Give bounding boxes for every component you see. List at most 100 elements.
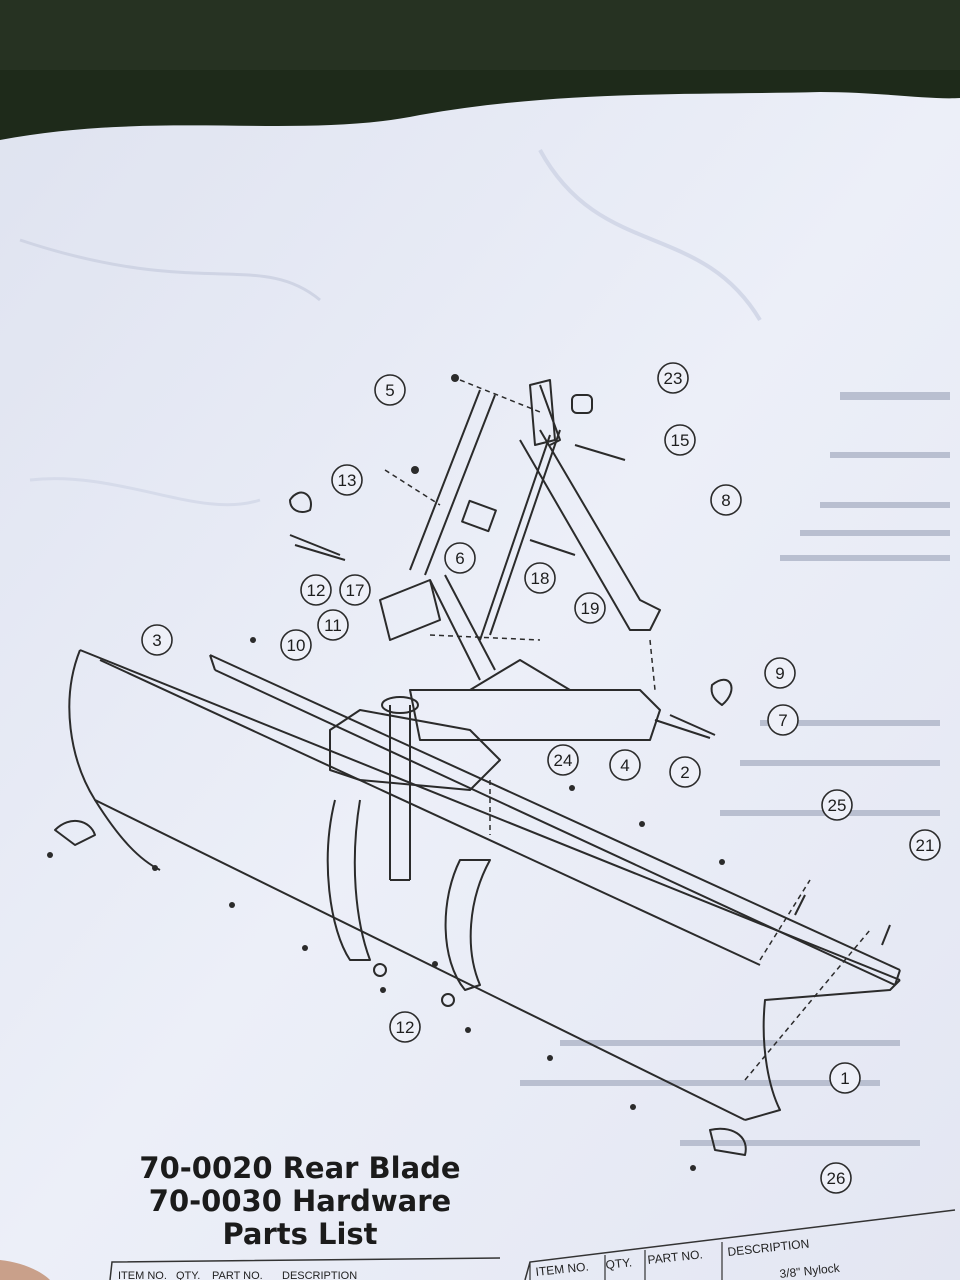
callout-circle	[524, 562, 556, 594]
callout-26: 26	[820, 1162, 852, 1194]
moldboard-front-face	[68, 649, 746, 1121]
table-header-part-no: PART NO.	[647, 1247, 704, 1267]
paper-fold	[538, 149, 762, 322]
callout-label: 21	[916, 836, 935, 855]
callout-4: 4	[609, 749, 641, 781]
callout-1: 1	[829, 1062, 861, 1094]
parts-list-title: 70-0020 Rear Blade 70-0030 Hardware Part…	[110, 1152, 490, 1251]
stiffener-strip	[209, 654, 901, 986]
bolt-21	[881, 924, 891, 946]
table-header-part-no-left: PART NO.	[212, 1270, 263, 1280]
callout-label: 4	[620, 756, 629, 775]
assembly-dashes	[384, 379, 871, 1081]
top-link-arm-2	[539, 384, 561, 446]
shoe-left	[54, 820, 96, 846]
upright-tube	[429, 574, 496, 681]
callout-circle	[300, 574, 332, 606]
main-beam	[409, 689, 661, 741]
callout-label: 18	[531, 569, 550, 588]
paper-fold	[29, 477, 261, 507]
hardware-nuts	[47, 374, 725, 1171]
callout-label: 12	[307, 581, 326, 600]
callout-circle	[820, 1162, 852, 1194]
callout-label: 3	[152, 631, 161, 650]
callout-label: 19	[581, 599, 600, 618]
callout-circle	[389, 1011, 421, 1043]
bushing-23	[571, 394, 593, 414]
top-link-arm	[409, 389, 496, 576]
table-header-item-no: ITEM NO.	[535, 1259, 590, 1278]
callout-circle	[444, 542, 476, 574]
callout-12: 12	[300, 574, 332, 606]
ground-shadow	[0, 0, 960, 70]
pivot-collar	[381, 696, 419, 714]
main-beam-arm	[469, 659, 571, 691]
callout-label: 23	[664, 369, 683, 388]
callout-25: 25	[821, 789, 853, 821]
title-line-parts-list: Parts List	[222, 1217, 378, 1251]
table-header-qty: QTY.	[605, 1255, 633, 1272]
callout-circle	[609, 749, 641, 781]
pivot-post	[389, 705, 411, 881]
callout-15: 15	[664, 424, 696, 456]
table-header-qty-left: QTY.	[176, 1270, 200, 1280]
pin-7	[654, 714, 716, 739]
title-line-blade: 70-0020 Rear Blade	[139, 1151, 461, 1185]
pin-9-left	[289, 491, 312, 513]
thumb	[0, 1260, 50, 1280]
left-support	[326, 799, 371, 961]
parts-table: ITEM NO. QTY. PART NO. DESCRIPTION 3/8" …	[109, 1209, 956, 1280]
callout-circle	[339, 574, 371, 606]
callout-circle	[909, 829, 941, 861]
callout-circle	[767, 704, 799, 736]
callout-circle	[331, 464, 363, 496]
callout-8: 8	[710, 484, 742, 516]
upright-left	[379, 579, 441, 641]
callout-7: 7	[767, 704, 799, 736]
callout-label: 13	[338, 471, 357, 490]
callout-circle	[317, 609, 349, 641]
callout-17: 17	[339, 574, 371, 606]
bolt-15	[574, 444, 626, 461]
callout-13: 13	[331, 464, 363, 496]
callout-circle	[829, 1062, 861, 1094]
callout-circle	[664, 424, 696, 456]
callout-circle	[669, 756, 701, 788]
table-header-item-no-left: ITEM NO.	[118, 1270, 167, 1280]
callout-label: 15	[671, 431, 690, 450]
blade-diagram	[54, 379, 901, 1156]
callout-label: 17	[346, 581, 365, 600]
callout-label: 2	[680, 763, 689, 782]
callout-label: 5	[385, 381, 394, 400]
callout-label: 10	[287, 636, 306, 655]
callout-5: 5	[374, 374, 406, 406]
paper-fold	[19, 238, 321, 302]
callout-label: 7	[778, 711, 787, 730]
table-header-description-left: DESCRIPTION	[282, 1270, 357, 1280]
callout-18: 18	[524, 562, 556, 594]
callout-circle	[657, 362, 689, 394]
callout-circle	[374, 374, 406, 406]
callout-label: 1	[840, 1069, 849, 1088]
callout-label: 12	[396, 1018, 415, 1037]
title-line-hardware: 70-0030 Hardware	[148, 1184, 452, 1218]
a-frame-left-rail	[479, 429, 561, 641]
right-support	[444, 859, 491, 991]
callout-9: 9	[764, 657, 796, 689]
paper-sheet	[0, 92, 960, 1280]
callout-label: 25	[828, 796, 847, 815]
callout-23: 23	[657, 362, 689, 394]
callout-circle	[710, 484, 742, 516]
callout-6: 6	[444, 542, 476, 574]
callout-24: 24	[547, 744, 579, 776]
spacer-6	[461, 499, 497, 533]
pin-9	[710, 678, 733, 706]
top-bracket	[529, 379, 556, 446]
table-row-description: 3/8" Nylock	[779, 1261, 841, 1280]
pivot-plate	[329, 709, 501, 791]
bolt-25	[794, 894, 806, 916]
callout-circle	[547, 744, 579, 776]
bolt-19	[529, 539, 576, 556]
